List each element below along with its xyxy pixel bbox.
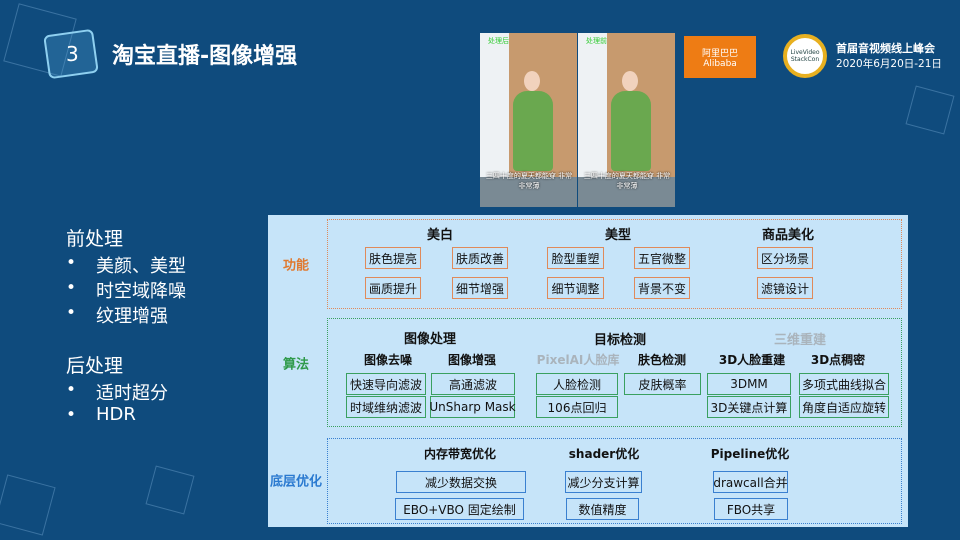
algo-box: 3D关键点计算 — [707, 396, 791, 418]
algo-subheader: PixelAI人脸库 — [536, 353, 620, 367]
algo-box: 快速导向滤波 — [346, 373, 426, 395]
algo-box: 人脸检测 — [536, 373, 618, 395]
algo-box: 3DMM — [707, 373, 791, 395]
algo-section — [327, 318, 902, 427]
func-label: 功能 — [282, 258, 310, 274]
func-section — [327, 219, 902, 309]
algo-box: 角度自适应旋转 — [799, 396, 889, 418]
pre-item: 纹理增强 — [96, 306, 168, 327]
slide-title: 淘宝直播-图像增强 — [112, 44, 298, 69]
pre-item: 美颜、美型 — [96, 256, 186, 277]
low-box: EBO+VBO 固定绘制 — [395, 498, 524, 520]
pre-title: 前处理 — [66, 228, 124, 250]
low-label: 底层优化 — [269, 474, 323, 490]
algo-header: 图像处理 — [403, 332, 457, 347]
algo-subheader: 3D人脸重建 — [718, 353, 786, 367]
algo-box: 高通滤波 — [431, 373, 515, 395]
bullet: • — [66, 253, 77, 273]
low-box: 数值精度 — [566, 498, 639, 520]
algo-box: UnSharp Mask — [429, 396, 516, 418]
post-item: 适时超分 — [96, 383, 168, 404]
photo-after: 处理后三四十度的夏天都能穿 非常非常薄 — [480, 33, 577, 207]
func-box: 细节调整 — [547, 277, 604, 299]
slide-number-badge: 3 — [43, 28, 99, 80]
algo-subheader: 图像增强 — [447, 353, 497, 367]
low-box: drawcall合并 — [713, 471, 788, 493]
post-item: HDR — [96, 404, 136, 425]
algo-box: 多项式曲线拟合 — [799, 373, 889, 395]
bullet: • — [66, 405, 77, 425]
algo-subheader: 图像去噪 — [363, 353, 413, 367]
low-header: Pipeline优化 — [710, 447, 790, 461]
func-header: 美白 — [426, 228, 454, 243]
low-box: FBO共享 — [714, 498, 788, 520]
func-box: 肤色提亮 — [365, 247, 421, 269]
architecture-panel: 功能 算法 底层优化 美白 美型 商品美化 肤色提亮 画质提升 肤质改善 细节增… — [268, 215, 908, 527]
func-box: 滤镜设计 — [757, 277, 813, 299]
lvs-logo: LiveVideo StackCon — [783, 34, 827, 78]
func-box: 细节增强 — [452, 277, 508, 299]
photo-before: 处理前三四十度的夏天都能穿 非常非常薄 — [578, 33, 675, 207]
algo-box: 时域维纳滤波 — [346, 396, 426, 418]
pre-item: 时空域降噪 — [96, 281, 186, 302]
func-header: 美型 — [604, 228, 632, 243]
algo-header: 三维重建 — [773, 333, 827, 348]
bullet: • — [66, 380, 77, 400]
algo-subheader: 肤色检测 — [637, 353, 687, 367]
post-title: 后处理 — [66, 355, 124, 377]
low-section — [327, 438, 902, 524]
func-box: 肤质改善 — [452, 247, 508, 269]
algo-label: 算法 — [282, 357, 310, 373]
low-box: 减少分支计算 — [565, 471, 642, 493]
decor-cube — [145, 465, 195, 515]
algo-subheader: 3D点稠密 — [810, 353, 866, 367]
func-box: 五官微整 — [634, 247, 690, 269]
low-box: 减少数据交换 — [396, 471, 526, 493]
func-box: 区分场景 — [757, 247, 813, 269]
event-date: 2020年6月20日-21日 — [836, 58, 942, 70]
func-box: 背景不变 — [634, 277, 690, 299]
func-box: 脸型重塑 — [547, 247, 604, 269]
bullet: • — [66, 303, 77, 323]
algo-box: 106点回归 — [536, 396, 618, 418]
func-header: 商品美化 — [761, 228, 815, 243]
alibaba-logo: 阿里巴巴 Alibaba — [684, 36, 756, 78]
event-name: 首届音视频线上峰会 — [836, 42, 935, 55]
algo-box: 皮肤概率 — [624, 373, 701, 395]
low-header: 内存带宽优化 — [423, 447, 497, 461]
low-header: shader优化 — [568, 447, 640, 461]
decor-cube — [0, 474, 56, 536]
algo-header: 目标检测 — [593, 333, 647, 348]
bullet: • — [66, 278, 77, 298]
decor-cube — [905, 85, 955, 135]
func-box: 画质提升 — [365, 277, 421, 299]
